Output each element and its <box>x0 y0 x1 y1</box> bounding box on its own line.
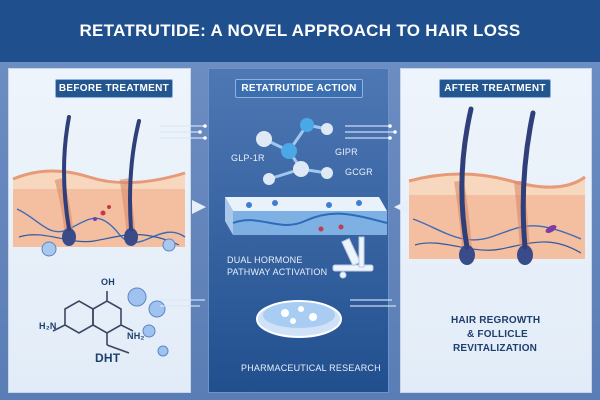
after-skin-illustration <box>408 106 586 265</box>
retatrutide-action-heading: RETATRUTIDE ACTION <box>235 79 363 98</box>
revitalization-caption: REVITALIZATION <box>453 343 538 354</box>
follicle-caption: & FOLLICLE <box>467 329 528 340</box>
retatrutide-action-panel: RETATRUTIDE ACTION <box>208 68 389 393</box>
hair-regrowth-caption: HAIR REGROWTH <box>451 315 541 326</box>
oh-atom-label: OH <box>101 277 115 287</box>
nh2-atom-label: NH₂ <box>127 331 145 341</box>
after-treatment-panel: AFTER TREATMENT HAIR REGROWTH & FOLLICLE… <box>400 68 592 393</box>
before-skin-illustration <box>12 115 186 357</box>
receptor-label-gcgr: GCGR <box>345 167 373 177</box>
h2n-atom-label: H₂N <box>39 321 57 331</box>
after-treatment-heading: AFTER TREATMENT <box>439 79 551 98</box>
action-illustration <box>225 118 388 338</box>
before-treatment-panel: BEFORE TREATMENT <box>8 68 191 393</box>
pharmaceutical-research-label: PHARMACEUTICAL RESEARCH <box>241 363 381 373</box>
receptor-label-gipr: GIPR <box>335 147 358 157</box>
dual-hormone-caption: DUAL HORMONE <box>227 255 303 265</box>
receptor-label-glp1r: GLP-1R <box>231 153 265 163</box>
pathway-activation-caption: PATHWAY ACTIVATION <box>227 267 328 277</box>
before-treatment-heading: BEFORE TREATMENT <box>55 79 173 98</box>
page-title: RETATRUTIDE: A NOVEL APPROACH TO HAIR LO… <box>0 0 600 62</box>
dht-label: DHT <box>95 351 121 365</box>
